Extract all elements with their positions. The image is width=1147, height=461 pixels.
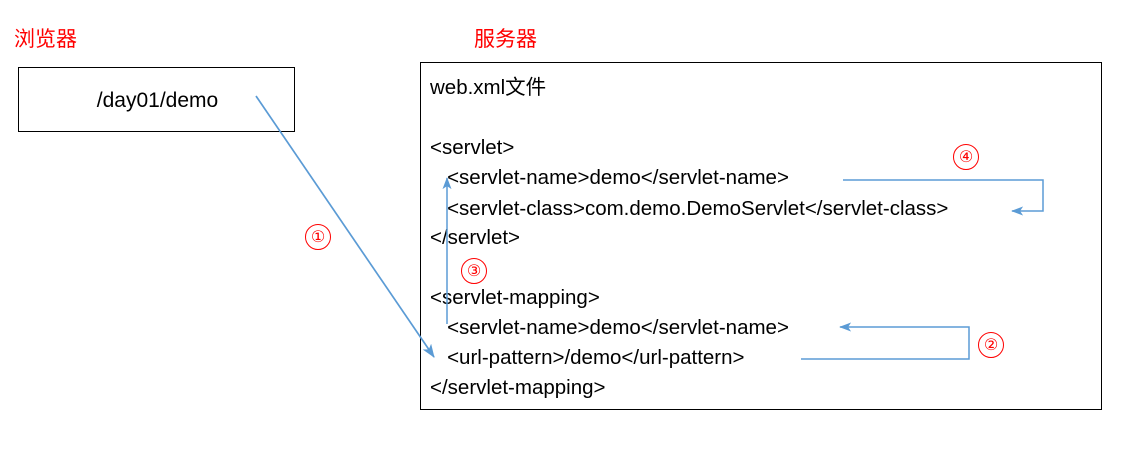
step-marker-1: ① bbox=[305, 224, 331, 250]
code-line-servlet-mapping-open: <servlet-mapping> bbox=[430, 286, 600, 309]
code-line-servlet-close: </servlet> bbox=[430, 226, 521, 249]
step-marker-4: ④ bbox=[953, 144, 979, 170]
code-line-servlet-open: <servlet> bbox=[430, 136, 515, 159]
step-marker-2: ② bbox=[978, 332, 1004, 358]
step-marker-3: ③ bbox=[461, 258, 487, 284]
webxml-file-title: web.xml文件 bbox=[430, 76, 547, 99]
code-line-servlet-name: <servlet-name>demo</servlet-name> bbox=[430, 166, 789, 189]
code-line-mapping-servlet-name: <servlet-name>demo</servlet-name> bbox=[430, 316, 789, 339]
server-section-label: 服务器 bbox=[474, 27, 537, 51]
code-line-servlet-class: <servlet-class>com.demo.DemoServlet</ser… bbox=[430, 197, 949, 220]
browser-url-text: /day01/demo bbox=[96, 88, 219, 112]
code-line-url-pattern: <url-pattern>/demo</url-pattern> bbox=[430, 346, 745, 369]
code-line-servlet-mapping-close: </servlet-mapping> bbox=[430, 376, 606, 399]
arrow-1-request-line bbox=[255, 95, 435, 358]
browser-address-bar-box: /day01/demo bbox=[18, 67, 295, 132]
browser-section-label: 浏览器 bbox=[14, 27, 77, 51]
